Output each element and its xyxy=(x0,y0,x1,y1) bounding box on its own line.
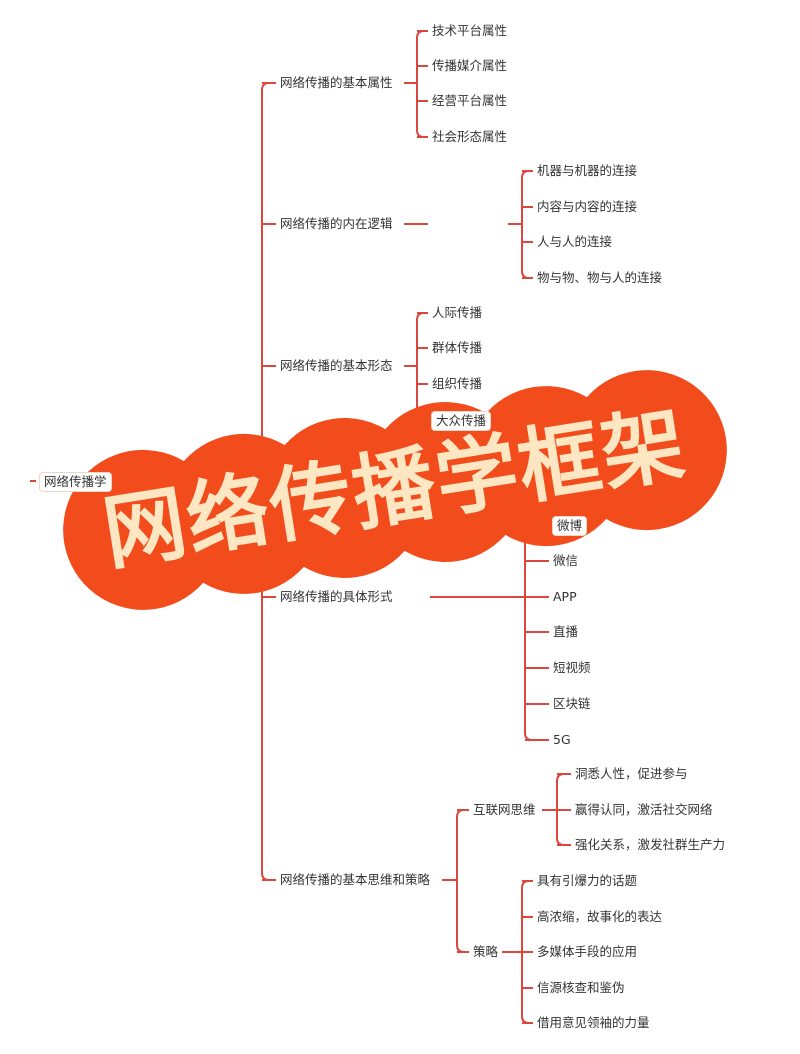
leaf-node[interactable]: 强化关系，激发社群生产力 xyxy=(575,837,726,852)
leaf-node[interactable]: 人与人的连接 xyxy=(537,234,613,249)
sub-branch-node[interactable]: 互联网思维 xyxy=(473,802,536,817)
leaf-node[interactable]: 短视频 xyxy=(553,660,591,675)
leaf-node[interactable]: 信源核查和鉴伪 xyxy=(537,980,625,995)
leaf-node[interactable]: 借用意见领袖的力量 xyxy=(537,1015,650,1030)
leaf-node[interactable]: 经营平台属性 xyxy=(432,93,508,108)
branch-node[interactable]: 网络传播的基本形态 xyxy=(280,358,393,373)
leaf-node[interactable]: 直播 xyxy=(553,624,579,639)
leaf-node[interactable]: 5G xyxy=(553,732,571,747)
branch-node[interactable]: 网络传播的内在逻辑 xyxy=(280,216,393,231)
leaf-node[interactable]: 大众传播 xyxy=(432,412,491,430)
branch-node[interactable]: 网络传播的基本属性 xyxy=(280,75,393,90)
branch-node[interactable]: 网络传播的具体形式 xyxy=(280,589,393,604)
connector-line xyxy=(521,170,533,279)
leaf-node[interactable]: 洞悉人性，促进参与 xyxy=(575,766,688,781)
leaf-node[interactable]: 机器与机器的连接 xyxy=(537,163,638,178)
leaf-node[interactable]: 区块链 xyxy=(553,696,591,711)
leaf-node[interactable]: 群体传播 xyxy=(432,340,483,355)
root-node[interactable]: 网络传播学 xyxy=(40,473,111,491)
leaf-node[interactable]: 多媒体手段的应用 xyxy=(537,944,638,959)
leaf-node[interactable]: 社会形态属性 xyxy=(432,129,508,144)
leaf-node[interactable]: 物与物、物与人的连接 xyxy=(537,270,663,285)
leaf-node[interactable]: 技术平台属性 xyxy=(432,23,508,38)
leaf-node[interactable]: 内容与内容的连接 xyxy=(537,199,638,214)
leaf-node[interactable]: 高浓缩，故事化的表达 xyxy=(537,909,663,924)
sub-branch-node[interactable]: 策略 xyxy=(473,944,499,959)
leaf-node[interactable]: APP xyxy=(553,589,577,604)
connector-line xyxy=(456,809,469,953)
connector-line xyxy=(416,30,428,138)
leaf-node[interactable]: 传播媒介属性 xyxy=(432,58,508,73)
leaf-node[interactable]: 具有引爆力的话题 xyxy=(537,873,638,888)
leaf-node[interactable]: 赢得认同，激活社交网络 xyxy=(575,802,713,817)
leaf-node[interactable]: 微博 xyxy=(553,517,587,535)
leaf-node[interactable]: 人际传播 xyxy=(432,305,483,320)
leaf-node[interactable]: 组织传播 xyxy=(432,376,483,391)
leaf-node[interactable]: 微信 xyxy=(553,553,579,568)
branch-node[interactable]: 网络传播的基本思维和策略 xyxy=(280,872,431,887)
